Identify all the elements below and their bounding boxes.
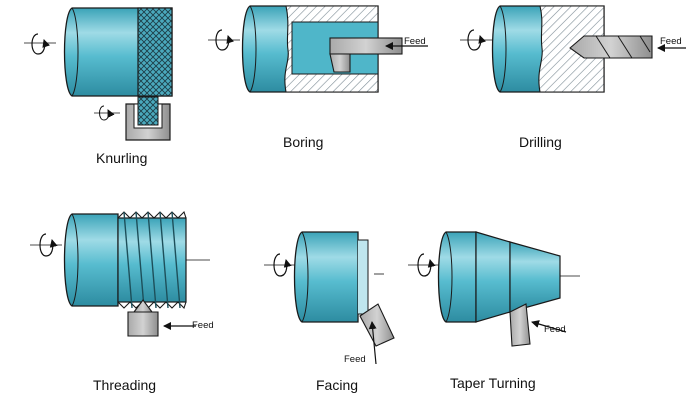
knurling-tool [125, 96, 171, 141]
workpiece [437, 231, 477, 323]
threading-feed-label: Feed [192, 320, 214, 331]
rotation-arrow-icon [94, 105, 120, 121]
knurling-label: Knurling [96, 150, 147, 166]
threading-tool [127, 299, 159, 337]
drilling-panel: Feed Drilling [460, 5, 686, 150]
threaded-section [117, 210, 187, 310]
rotation-arrow-icon [408, 253, 440, 277]
tapered-section [475, 231, 511, 323]
taper-feed-label: Feed [544, 324, 566, 335]
knurled-surface [137, 7, 173, 97]
facing-label: Facing [316, 377, 358, 393]
rotation-arrow-icon [264, 253, 296, 277]
threading-label: Threading [93, 377, 156, 393]
boring-feed-label: Feed [404, 36, 426, 47]
boring-panel: Feed Boring [208, 5, 428, 150]
taper-turning-label: Taper Turning [450, 375, 536, 391]
rotation-arrow-icon [460, 29, 492, 51]
boring-label: Boring [283, 134, 323, 150]
threading-panel: Feed Threading [30, 210, 214, 393]
drilling-feed-label: Feed [660, 36, 682, 47]
taper-panel: Feed Taper Turning [408, 231, 580, 391]
rotation-arrow-icon [24, 33, 56, 55]
rotation-arrow-icon [30, 233, 62, 257]
workpiece [293, 231, 359, 323]
facing-panel: Feed Facing [264, 231, 395, 393]
workpiece [63, 213, 119, 307]
knurling-panel: Knurling [24, 7, 173, 166]
facing-tool [359, 303, 395, 347]
rotation-arrow-icon [208, 29, 240, 51]
facing-feed-label: Feed [344, 354, 366, 365]
taper-tool [509, 303, 531, 347]
drill-bit [569, 35, 653, 59]
drilling-label: Drilling [519, 134, 562, 150]
